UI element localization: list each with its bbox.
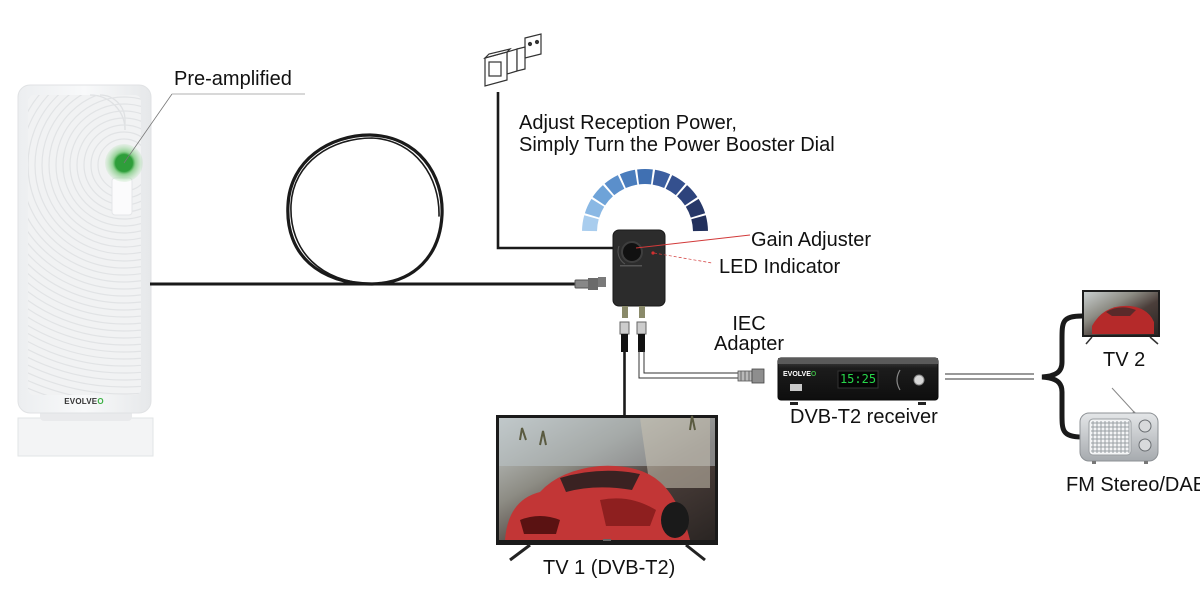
dashed-cable-to-outputs: [945, 373, 1034, 380]
antenna-slot: [111, 177, 133, 216]
gain-adjuster-pointer: [635, 234, 751, 249]
gain-adjuster-label: Gain Adjuster: [751, 229, 872, 251]
dial-segment: [665, 175, 686, 196]
antenna-ripple: [28, 95, 141, 269]
antenna-ripple: [28, 95, 141, 346]
dial-segment: [604, 175, 625, 196]
pre-amplified-label: Pre-amplified: [174, 68, 292, 90]
dial-segment: [584, 198, 605, 218]
f-connector-nut: [588, 278, 598, 290]
output-connectors: [619, 321, 647, 352]
receiver-display: [837, 370, 879, 389]
dashed-cable-to-receiver: [638, 350, 742, 379]
antenna-ripple: [28, 95, 141, 339]
radio-icon: [1079, 387, 1159, 464]
dial-segment: [637, 169, 653, 185]
power-booster-dial: [582, 169, 708, 232]
antenna-ripple: [28, 95, 141, 332]
antenna-ripple: [55, 96, 141, 234]
receiver-brand-text: EVOLVE: [783, 371, 811, 378]
antenna-ripple: [28, 95, 141, 381]
dial-segment: [652, 169, 671, 188]
antenna-ripple: [41, 95, 141, 248]
iec-adapter-icon: [737, 368, 765, 384]
antenna-base: [17, 417, 154, 457]
iec-adapter-label-line1: IEC: [732, 313, 766, 335]
tv1-label: TV 1 (DVB-T2): [543, 557, 676, 579]
tv2-label: TV 2: [1103, 349, 1146, 371]
power-button-icon: [913, 374, 925, 386]
dial-segment: [592, 185, 613, 206]
power-adapter-icon: [482, 33, 542, 87]
antenna-ripple: [28, 95, 141, 262]
f-connector: [574, 279, 590, 289]
led-indicator-icon: [651, 251, 655, 255]
dial-segment: [619, 169, 638, 188]
amplifier-input-port: [598, 277, 606, 287]
antenna-ripple: [28, 95, 141, 395]
dial-segment: [677, 185, 698, 206]
tv1-icon: [496, 415, 718, 562]
antenna-ripple: [28, 95, 141, 325]
dial-segment: [685, 198, 706, 218]
antenna-ripple: [28, 95, 141, 304]
receiver-brand-logo: EVOLVEO: [783, 371, 816, 378]
antenna-ripple: [28, 95, 141, 297]
coiled-cable: [286, 133, 444, 286]
dvb-receiver-label: DVB-T2 receiver: [790, 406, 938, 428]
usb-port-icon: [790, 384, 802, 391]
antenna-ripple: [28, 95, 141, 283]
antenna-brand-accent: O: [97, 397, 104, 406]
antenna-brand-logo: EVOLVEO: [24, 397, 144, 406]
antenna-ripple: [28, 95, 141, 311]
power-cable: [496, 92, 618, 250]
pre-amplified-pointer: [123, 93, 173, 164]
adjust-power-label-line2: Simply Turn the Power Booster Dial: [519, 134, 835, 156]
antenna-ripple: [28, 95, 141, 367]
dial-segment: [691, 215, 708, 232]
antenna-ripple: [62, 103, 141, 227]
antenna-ripple: [28, 95, 141, 388]
fm-stereo-dab-label: FM Stereo/DAB: [1066, 474, 1200, 496]
gain-knob-icon: [621, 241, 643, 263]
antenna-ripple: [28, 95, 141, 276]
receiver-brand-accent: O: [810, 371, 817, 378]
amplifier-output-port-2: [639, 306, 645, 318]
antenna-ripple: [28, 95, 141, 290]
antenna-ripple: [28, 95, 141, 353]
dvb-t2-receiver: [777, 357, 939, 405]
iec-adapter-label-line2: Adapter: [714, 333, 785, 355]
amplifier-output-port-1: [622, 306, 628, 318]
antenna-ripple: [69, 110, 141, 220]
antenna-ripple: [48, 95, 141, 241]
tv2-icon: [1082, 290, 1160, 345]
splitter-brace: [1041, 313, 1085, 440]
antenna-ripple: [34, 95, 141, 255]
receiver-clock: 15:25: [839, 372, 877, 386]
amplifier-body: [612, 229, 666, 307]
antenna-ripple: [28, 95, 141, 360]
antenna-ripple: [28, 95, 141, 318]
signal-amplifier: [598, 229, 666, 318]
adjust-power-label-line1: Adjust Reception Power,: [519, 112, 737, 134]
antenna-brand-text: EVOLVE: [64, 397, 98, 406]
antenna-ripples: [28, 95, 141, 395]
dial-segment: [582, 215, 599, 232]
led-indicator-label: LED Indicator: [719, 256, 841, 278]
indoor-antenna: [17, 84, 154, 457]
antenna-ripple: [28, 95, 141, 374]
